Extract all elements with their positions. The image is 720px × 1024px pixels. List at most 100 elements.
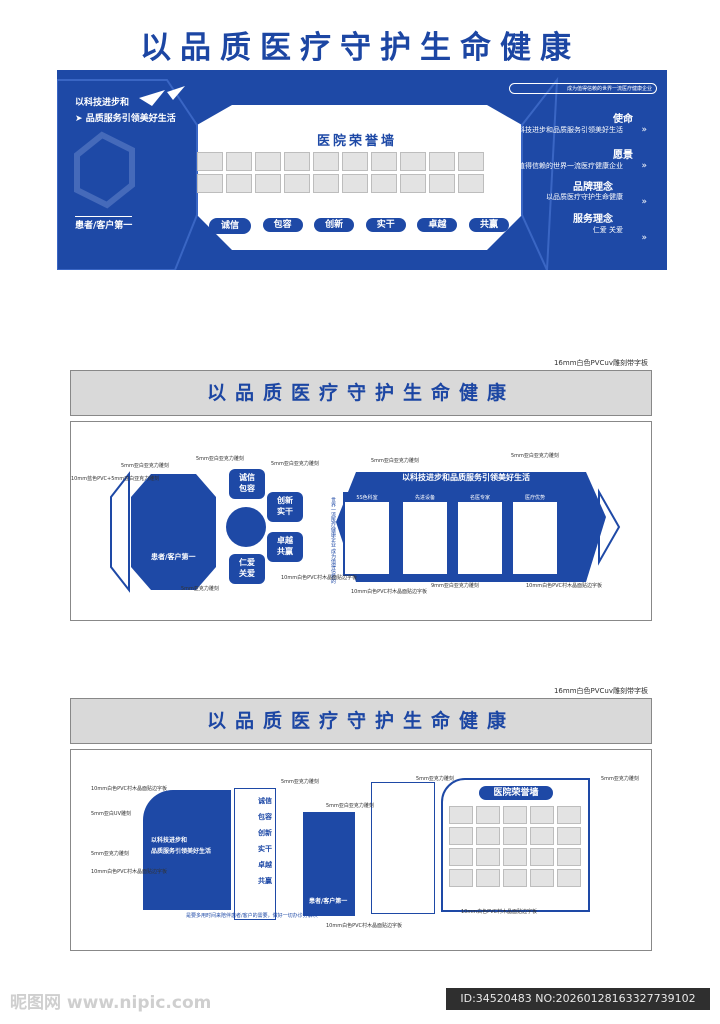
annotation: 5mm亚克力雕刻 (181, 586, 219, 592)
honor-slot (458, 152, 484, 171)
honor-slot (449, 869, 473, 887)
honor-grid (197, 152, 492, 196)
honor-slot (476, 827, 500, 845)
value-pill: 创新 (314, 218, 355, 232)
honor-slot (284, 174, 310, 193)
right-outline (598, 488, 621, 566)
logo-watermark-icon (74, 131, 135, 209)
left-hexagon (131, 474, 216, 590)
honor-slot (449, 848, 473, 866)
honor-slot (503, 869, 527, 887)
annotation: 5mm亚白亚克力雕刻 (511, 453, 559, 459)
s2-banner: 以科技进步和品质服务引领美好生活 (402, 473, 530, 482)
hex-label: 仁爱关爱 (239, 558, 255, 578)
honor-slot (313, 174, 339, 193)
honor-slot (476, 869, 500, 887)
section2-frame: 患者/客户第一 以科技进步和品质服务引领美好生活 诚信包容 创新实干 卓越共赢 … (70, 421, 652, 621)
left-bottom-text: 患者/客户第一 (75, 216, 133, 234)
honor-slot (371, 174, 397, 193)
annotation: 9mm亚白亚克力雕刻 (431, 583, 479, 589)
honor-slot (530, 827, 554, 845)
annotation: 5mm亚白亚克力雕刻 (121, 463, 169, 469)
s2-left-bottom: 患者/客户第一 (151, 553, 196, 561)
center-title: 医院荣誉墙 (316, 134, 397, 149)
honor-slot (342, 152, 368, 171)
honor-slot (503, 827, 527, 845)
s3-value: 共赢 (258, 877, 272, 885)
s3-value: 诚信 (258, 797, 272, 805)
value-pill: 实干 (365, 218, 406, 232)
chevron-icons: »»»» (641, 125, 647, 243)
honor-slot (503, 848, 527, 866)
info-card: 医疗优势 (511, 492, 559, 576)
s3-value: 实干 (258, 845, 272, 853)
annotation: 5mm亚白亚克力雕刻 (196, 456, 244, 462)
s3-center-panel: 患者/客户第一 (303, 812, 355, 916)
s3-slogan1: 以科技进步和 (151, 837, 188, 844)
annotation: 5mm亚白亚克力雕刻 (271, 461, 319, 467)
annotation: 5mm亚克力雕刻 (281, 779, 319, 785)
arrow-circle-icon: ➤ (75, 114, 86, 124)
item-desc-vision: 成为值得信赖的世界一流医疗健康企业 (504, 162, 623, 170)
annotation: 10mm白色PVC村木晶面贴边字板 (281, 575, 358, 581)
section2-note: 16mm白色PVCuv雕刻带字板 (553, 359, 648, 367)
s3-honor-panel: 医院荣誉墙 (441, 778, 590, 912)
s3-list-panel (371, 782, 435, 914)
item-desc-mission: 以科技进步和品质服务引领美好生活 (511, 126, 623, 134)
annotation: 5mm亚克力雕刻 (416, 776, 454, 782)
hex-box: 卓越共赢 (267, 532, 303, 562)
honor-slot (197, 174, 223, 193)
card-title: 先进设备 (403, 494, 447, 502)
annotation: 5mm亚克力雕刻 (601, 776, 639, 782)
annotation: 10mm白色PVC村木晶面贴边字板 (351, 589, 428, 595)
value-pill: 卓越 (417, 218, 458, 232)
honor-slot (400, 174, 426, 193)
honor-slot (458, 174, 484, 193)
s3-honor-grid (449, 806, 581, 887)
honor-slot (342, 174, 368, 193)
section2-band: 以品质医疗守护生命健康 (70, 370, 652, 416)
info-card: 先进设备 (401, 492, 449, 576)
right-outline (521, 76, 559, 270)
item-title-brand: 品牌理念 (573, 182, 613, 193)
honor-slot (449, 806, 473, 824)
card-title: 医疗优势 (513, 494, 557, 502)
honor-slot (226, 174, 252, 193)
section3-band-title: 以品质医疗守护生命健康 (206, 710, 515, 732)
s3-honor-title: 医院荣誉墙 (479, 786, 553, 800)
honor-slot (557, 848, 581, 866)
honor-slot (429, 152, 455, 171)
left-outline (57, 79, 198, 270)
honor-slot (197, 152, 223, 171)
s3-value: 包容 (258, 813, 272, 821)
card-title: 5S色科室 (345, 494, 389, 502)
paper-plane-icon (139, 86, 185, 106)
honor-slot (476, 848, 500, 866)
hex-label: 诚信包容 (239, 473, 255, 493)
section3-frame: 以科技进步和 品质服务引领美好生活 诚信 包容 创新 实干 卓越 共赢 患者/客… (70, 749, 652, 951)
value-pills: 诚信 包容 创新 实干 卓越 共赢 (209, 218, 509, 234)
honor-slot (226, 152, 252, 171)
honor-slot (503, 806, 527, 824)
s3-values-column: 诚信 包容 创新 实干 卓越 共赢 (234, 788, 276, 920)
s3-value: 创新 (258, 829, 272, 837)
honor-slot (476, 806, 500, 824)
value-pill: 诚信 (209, 218, 251, 234)
s3-value: 卓越 (258, 861, 272, 869)
honor-slot (284, 152, 310, 171)
section3-note: 16mm白色PVCuv雕刻带字板 (553, 687, 648, 695)
honor-slot (400, 152, 426, 171)
site-watermark: 昵图网 www.nipic.com (10, 993, 212, 1013)
annotation: 5mm亚克力雕刻 (91, 851, 129, 857)
annotation: 10mm白色PVC村木晶面贴边字板 (91, 869, 168, 875)
annotation: 5mm亚白亚克力雕刻 (371, 458, 419, 464)
value-pill: 包容 (262, 218, 303, 232)
section3-band: 以品质医疗守护生命健康 (70, 698, 652, 744)
honor-slot (313, 152, 339, 171)
honor-slot (449, 827, 473, 845)
hex-label: 创新实干 (277, 496, 293, 516)
honor-slot (557, 869, 581, 887)
section2-band-title: 以品质医疗守护生命健康 (206, 382, 515, 404)
vertical-text: 世界一流医疗健康企业 成为值得信赖的 (330, 497, 336, 584)
annotation: 5mm亚白UV雕刻 (91, 811, 132, 817)
